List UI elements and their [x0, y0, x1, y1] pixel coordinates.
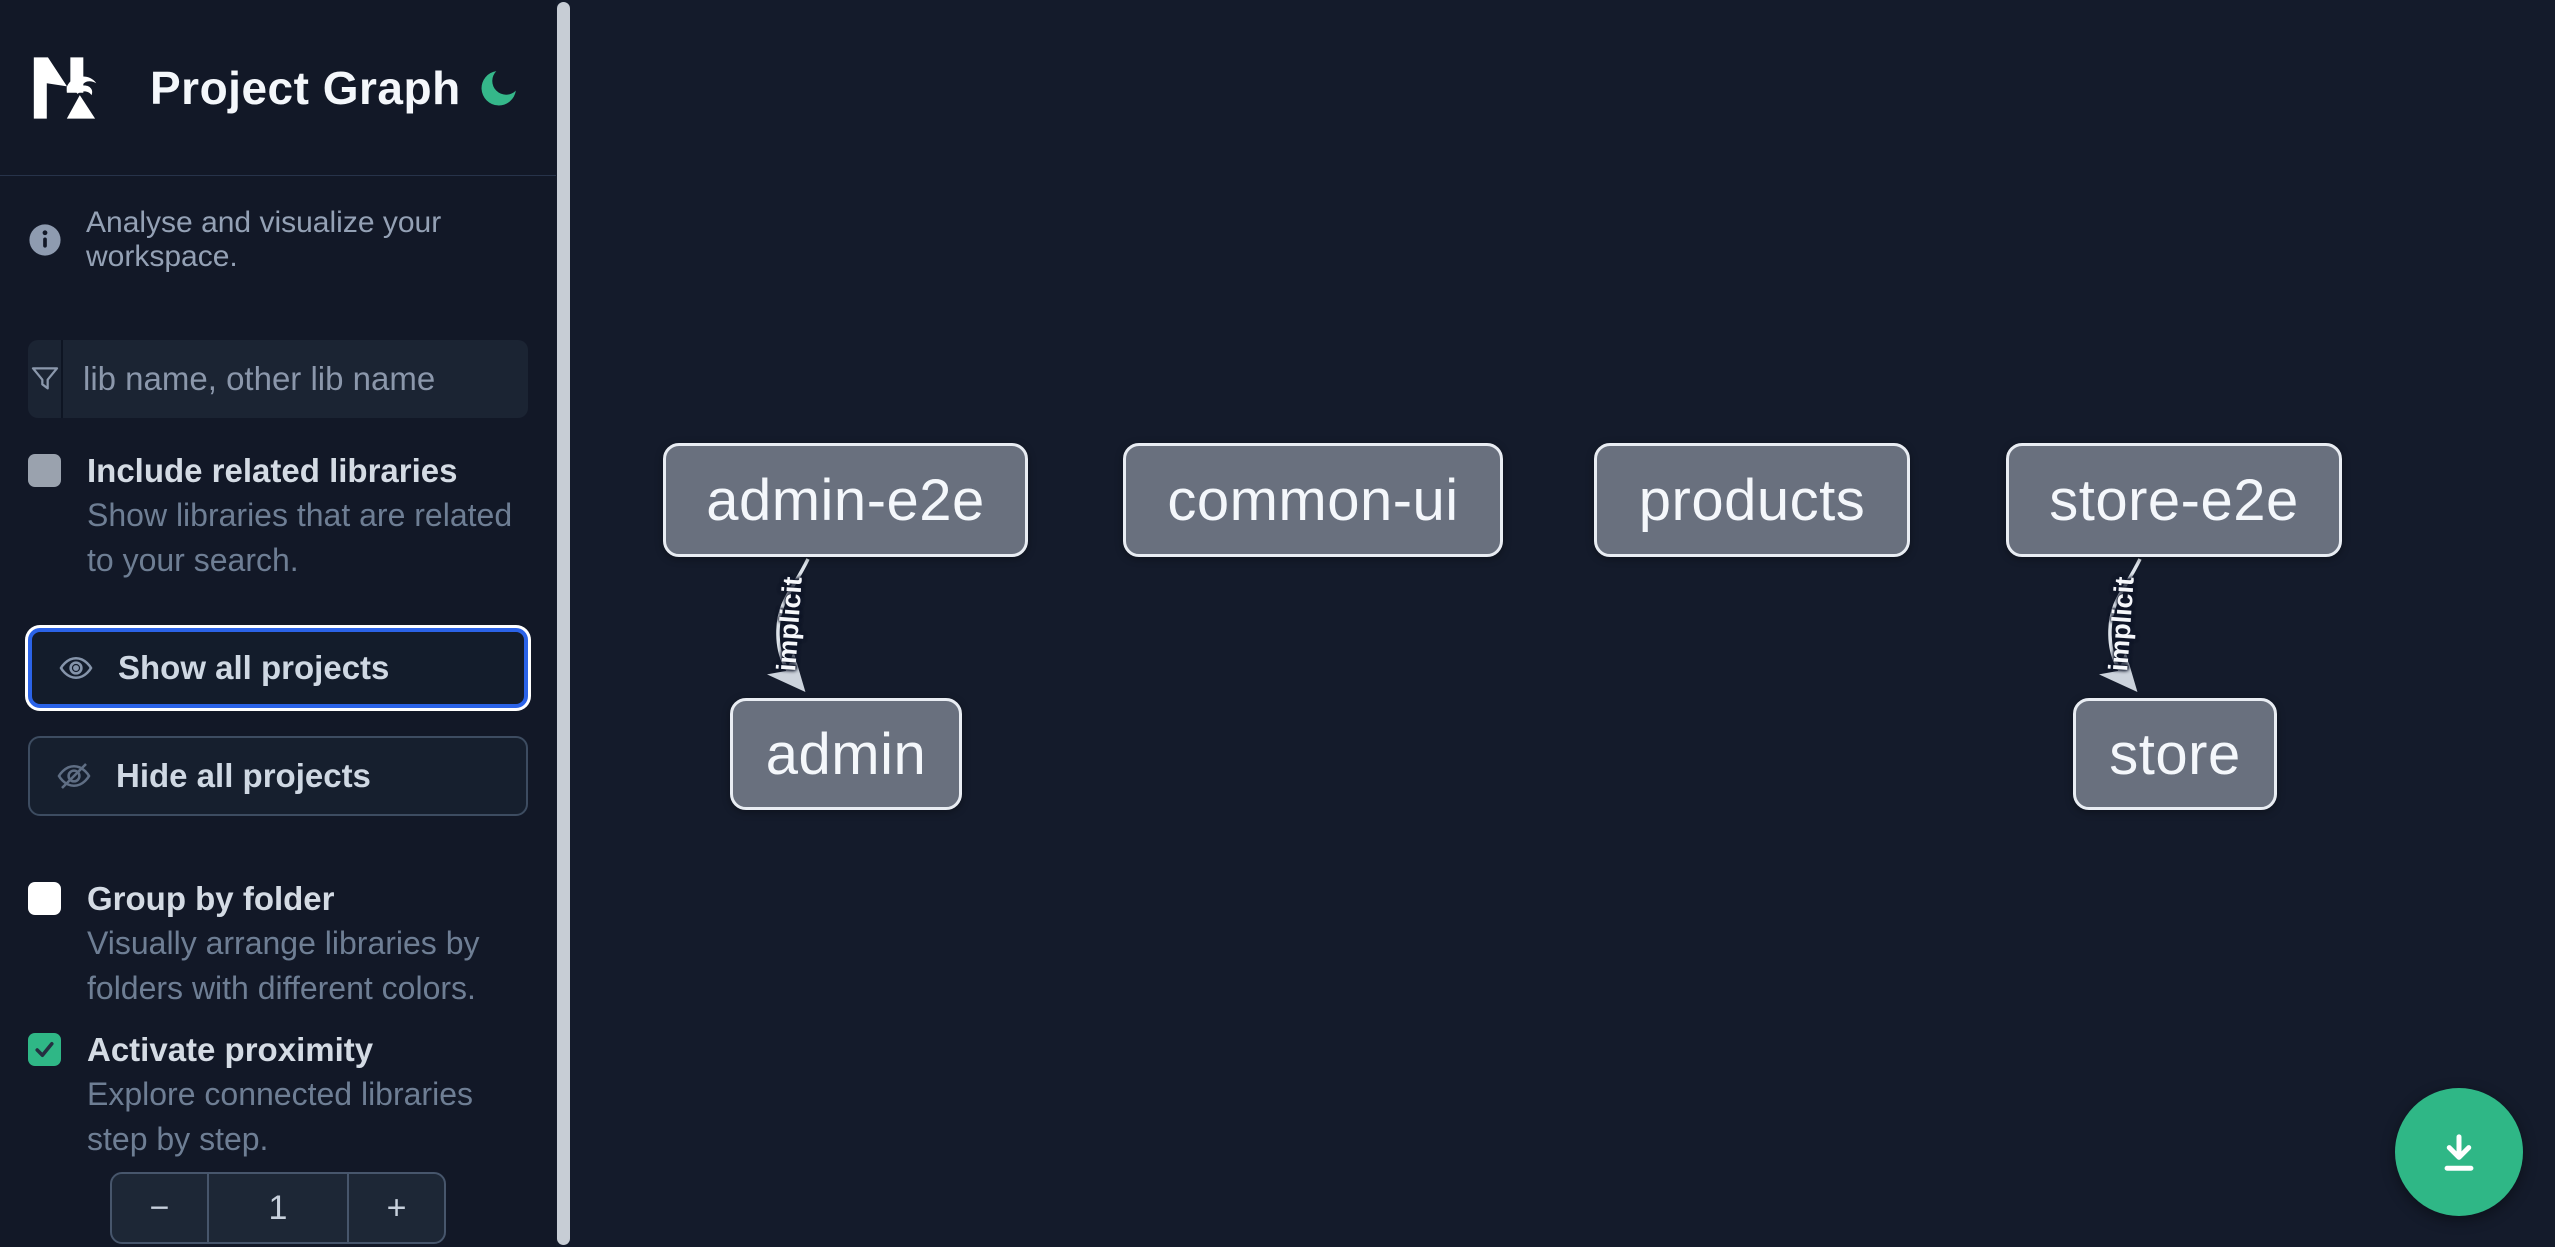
group-by-folder-checkbox[interactable]	[28, 882, 61, 915]
funnel-icon	[28, 340, 63, 418]
node-store[interactable]: store	[2073, 698, 2277, 810]
edge-store-e2e-store	[2098, 558, 2142, 692]
activate-proximity-label: Activate proximity	[87, 1031, 374, 1068]
show-all-projects-button[interactable]: Show all projects	[28, 628, 528, 708]
include-related-checkbox[interactable]	[28, 454, 61, 487]
node-store-e2e[interactable]: store-e2e	[2006, 443, 2342, 557]
hide-all-projects-button[interactable]: Hide all projects	[28, 736, 528, 816]
sidebar-scrollbar	[556, 0, 571, 1247]
nx-logo	[33, 56, 97, 119]
option-include-related: Include related libraries Show libraries…	[28, 448, 528, 583]
include-related-label: Include related libraries	[87, 452, 458, 489]
include-related-description: Show libraries that are related to your …	[87, 497, 513, 578]
moon-icon	[481, 70, 516, 105]
sidebar: Project Graph Analyse and visualize your…	[0, 0, 556, 1247]
check-icon	[35, 1042, 54, 1057]
edge-admin-e2e-admin	[766, 558, 810, 692]
eye-icon	[59, 656, 93, 680]
workspace-info-text: Analyse and visualize your workspace.	[86, 206, 442, 273]
download-graph-button[interactable]	[2395, 1088, 2523, 1216]
page-title: Project Graph	[150, 61, 461, 114]
hide-all-projects-label: Hide all projects	[116, 757, 371, 794]
edge-label-implicit-admin: implicit	[771, 575, 808, 673]
node-common-ui[interactable]: common-ui	[1123, 443, 1503, 557]
edge-label-implicit-store: implicit	[2103, 575, 2140, 673]
filter-box	[28, 340, 528, 418]
eye-off-icon	[57, 763, 91, 789]
info-icon	[29, 224, 61, 256]
proximity-depth-stepper: − 1 +	[110, 1172, 446, 1244]
proximity-depth-value[interactable]: 1	[268, 1188, 288, 1227]
activate-proximity-description: Explore connected libraries step by step…	[87, 1076, 473, 1157]
activate-proximity-checkbox[interactable]	[28, 1033, 61, 1066]
filter-input[interactable]	[63, 340, 528, 418]
group-by-folder-label: Group by folder	[87, 880, 335, 917]
dependency-edges	[766, 558, 2142, 692]
option-activate-proximity: Activate proximity Explore connected lib…	[28, 1027, 528, 1162]
increment-button[interactable]: +	[347, 1174, 444, 1242]
node-admin[interactable]: admin	[730, 698, 962, 810]
workspace-info: Analyse and visualize your workspace.	[28, 206, 528, 274]
download-icon	[2444, 1134, 2474, 1171]
project-graph-canvas[interactable]: implicit implicit admin-e2e common-ui pr…	[571, 0, 2555, 1247]
decrement-button[interactable]: −	[112, 1174, 209, 1242]
sidebar-header: Project Graph	[0, 0, 556, 176]
group-by-folder-description: Visually arrange libraries by folders wi…	[87, 925, 480, 1006]
node-admin-e2e[interactable]: admin-e2e	[663, 443, 1028, 557]
sidebar-body: Analyse and visualize your workspace. In…	[0, 206, 556, 1244]
node-products[interactable]: products	[1594, 443, 1910, 557]
option-group-by-folder: Group by folder Visually arrange librari…	[28, 876, 528, 1011]
sidebar-scrollbar-thumb[interactable]	[557, 2, 570, 1245]
show-all-projects-label: Show all projects	[118, 649, 390, 686]
theme-toggle-button[interactable]	[472, 61, 526, 115]
